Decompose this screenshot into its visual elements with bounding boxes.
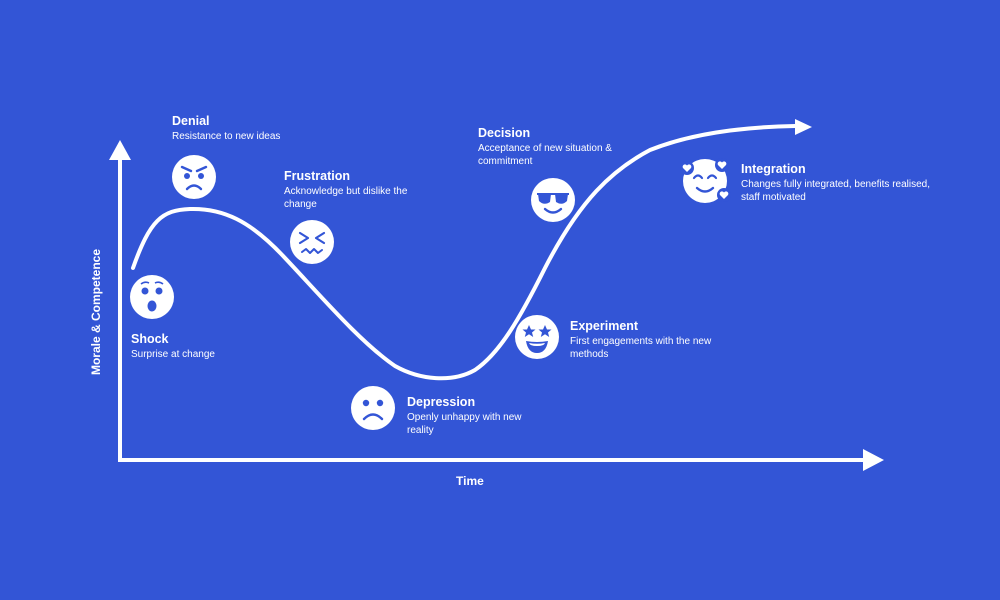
y-axis-label: Morale & Competence [89,248,103,376]
curve-arrowhead [795,119,812,135]
stage-title: Denial [172,114,210,128]
y-axis [109,140,131,460]
x-axis [118,449,884,471]
stage-title: Depression [407,395,476,409]
confounded-face-icon [290,220,334,264]
stage-label-frustration: Frustration Acknowledge but dislike the … [284,169,424,211]
stage-label-decision: Decision Acceptance of new situation & c… [478,126,638,168]
stage-description: Surprise at change [131,349,215,360]
stage-title: Shock [131,332,169,346]
stage-description: Openly unhappy with new reality [407,412,522,436]
change-curve [131,124,797,381]
stage-description: Acceptance of new situation & commitment [478,143,612,167]
stage-label-denial: Denial Resistance to new ideas [172,114,312,144]
stage-label-depression: Depression Openly unhappy with new reali… [407,395,535,437]
stage-label-experiment: Experiment First engagements with the ne… [570,319,720,361]
hearts-face-icon [680,158,731,203]
stage-description: Resistance to new ideas [172,131,281,142]
stage-label-shock: Shock Surprise at change [131,332,251,362]
stage-label-integration: Integration Changes fully integrated, be… [741,162,951,204]
stage-description: Changes fully integrated, benefits reali… [741,179,931,203]
sunglasses-face-icon [531,178,575,222]
stage-title: Experiment [570,319,639,333]
stage-description: Acknowledge but dislike the change [284,186,408,210]
x-axis-arrowhead [863,449,884,471]
stage-title: Frustration [284,169,350,183]
surprised-face-icon [130,275,174,319]
stage-description: First engagements with the new methods [570,336,712,360]
stage-title: Decision [478,126,531,140]
sad-face-icon [351,386,395,430]
y-axis-arrowhead [109,140,131,160]
x-axis-label: Time [456,474,484,488]
star-struck-face-icon [515,315,559,359]
stage-title: Integration [741,162,806,176]
angry-face-icon [172,155,216,199]
